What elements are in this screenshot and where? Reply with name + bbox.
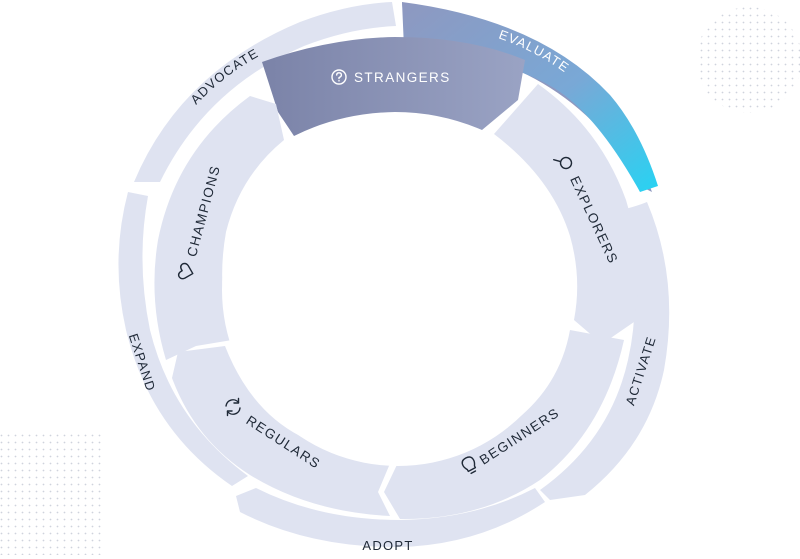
outer-segment-expand[interactable] xyxy=(118,192,249,486)
inner-segment-beginners[interactable] xyxy=(384,330,624,520)
question-circle-icon xyxy=(331,69,347,85)
refresh-icon xyxy=(225,397,241,417)
inner-segment-explorers[interactable] xyxy=(494,84,639,344)
center-hole xyxy=(222,114,574,466)
inner-segment-regulars[interactable] xyxy=(172,346,394,516)
inner-ring xyxy=(154,37,639,520)
outer-label-adopt: ADOPT xyxy=(362,538,413,553)
inner-segment-strangers[interactable] xyxy=(262,37,525,136)
magnifier-icon xyxy=(553,156,573,170)
lightbulb-icon xyxy=(461,456,477,475)
outer-segment-advocate[interactable] xyxy=(134,2,396,182)
decorative-dot-circle xyxy=(696,7,800,113)
decorative-dot-grid xyxy=(0,430,102,555)
inner-label-strangers: STRANGERS xyxy=(354,70,451,85)
heart-icon xyxy=(177,262,194,280)
inner-segment-champions[interactable] xyxy=(154,96,284,360)
inner-item-strangers: STRANGERS xyxy=(331,69,451,85)
outer-segment-adopt[interactable] xyxy=(236,488,545,548)
